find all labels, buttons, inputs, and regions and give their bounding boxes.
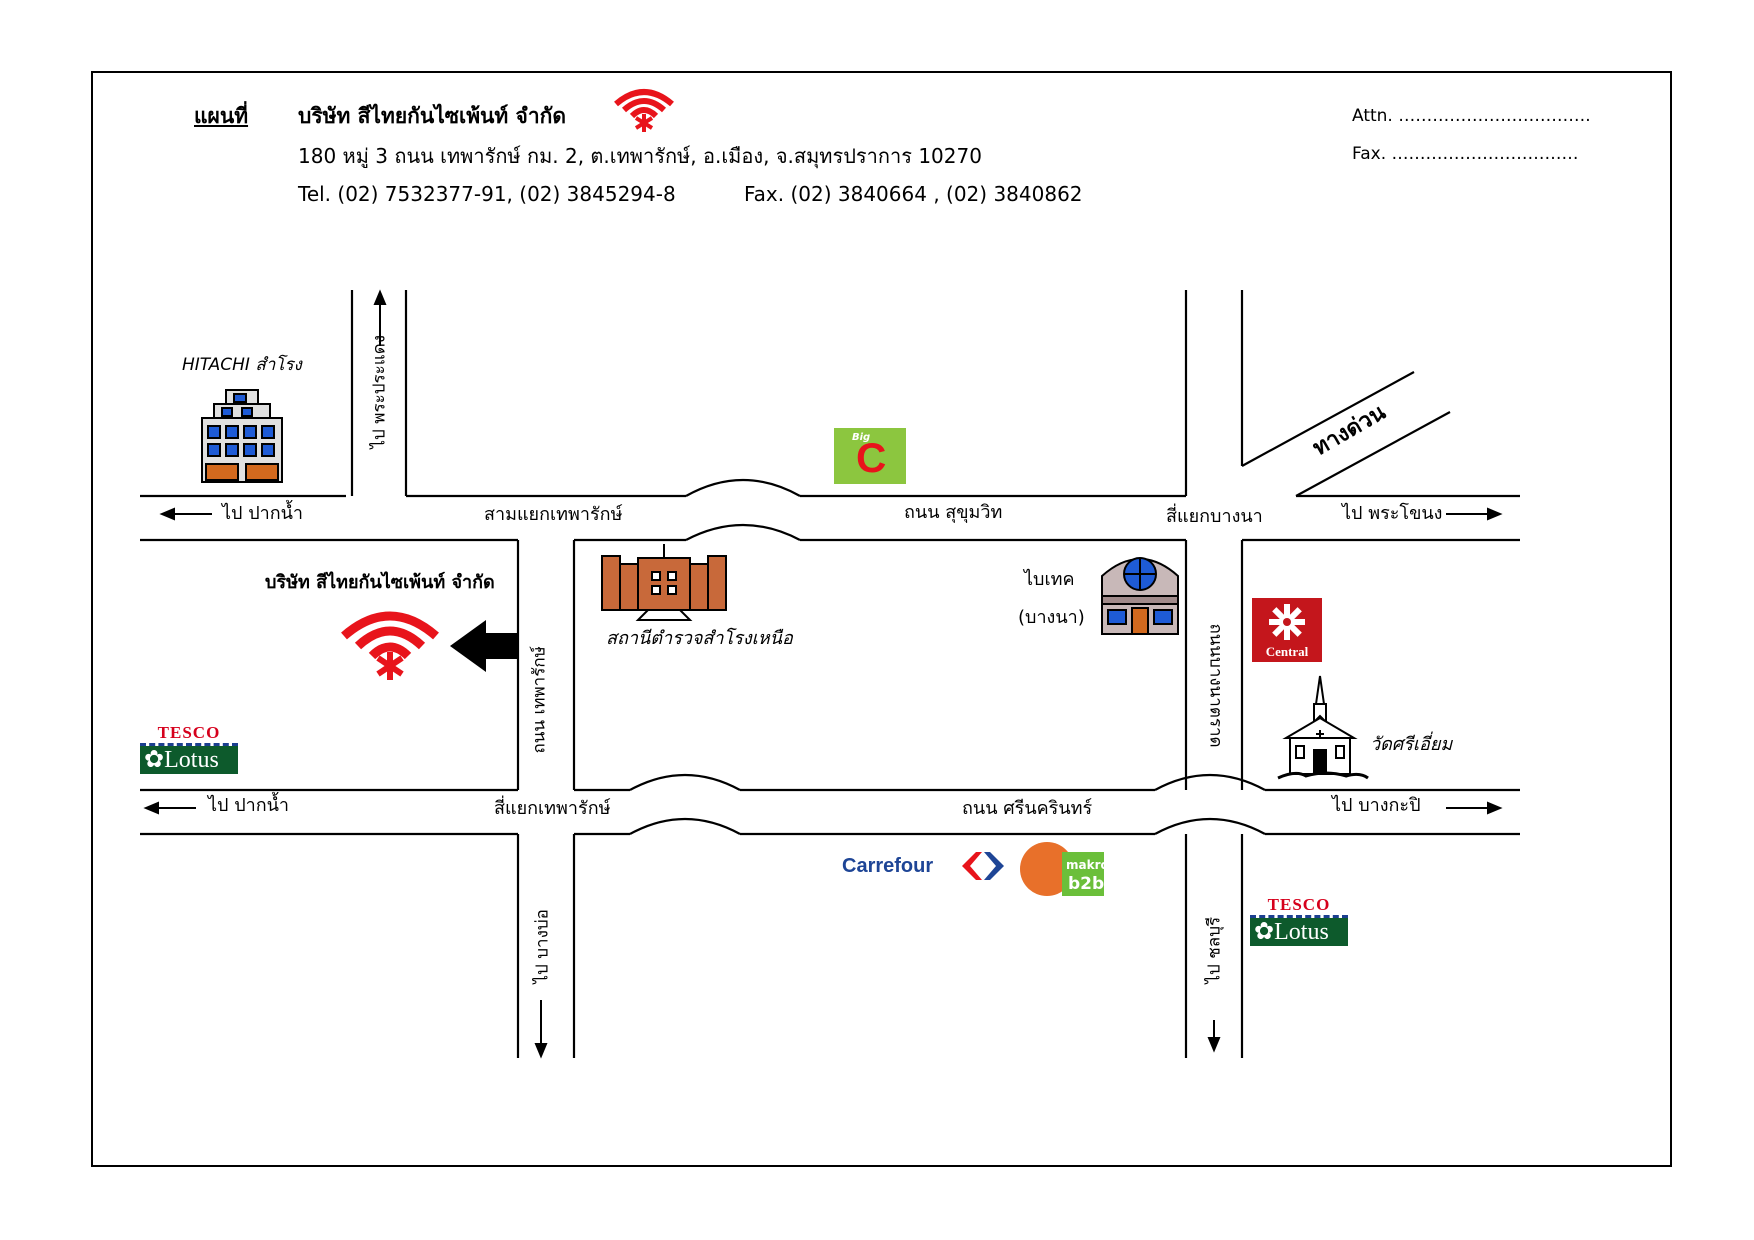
direction-arrows: [143, 289, 1503, 1059]
carrefour-logo-icon: [962, 852, 1004, 880]
makro-green-box: [1062, 852, 1104, 896]
bigc-letter: C: [856, 434, 887, 481]
central-text: Central: [1265, 644, 1309, 659]
company-logo-icon: [614, 89, 674, 132]
wat-sri-iam-label: วัดศรีเอี่ยม: [1370, 734, 1453, 755]
road-lines: [140, 290, 1520, 1058]
church-icon: [1277, 675, 1369, 780]
sukhumvit-road-label: ถนน สุขุมวิท: [904, 502, 1003, 523]
to-bangbo-label: ไป บางบ่อ: [532, 909, 553, 984]
tesco-text: TESCO: [140, 722, 238, 746]
company-tel: Tel. (02) 7532377-91, (02) 3845294-8: [298, 182, 676, 206]
biotec-bangna-label: (บางนา): [1018, 607, 1085, 628]
police-station-icon: [601, 544, 727, 621]
central-flower-icon: [1269, 604, 1305, 640]
to-chonburi-label: ไป ชลบุรี: [1204, 916, 1225, 984]
carrefour-text: Carrefour: [842, 855, 934, 877]
tesco-lotus-logo-left: TESCO ✿Lotus: [140, 722, 238, 774]
biotec-building-icon: [1101, 557, 1179, 635]
map-label: แผนที่: [194, 104, 249, 128]
siyaek-bangna-label: สี่แยกบางนา: [1166, 506, 1263, 527]
biotec-label: ไบเทค: [1024, 569, 1075, 590]
srinakarin-road-label: ถนน ศรีนครินทร์: [962, 798, 1093, 819]
to-phrakhanong-label: ไป พระโขนง: [1342, 503, 1443, 524]
to-phrapradaeng-label: ไป พระประแดง: [369, 334, 390, 449]
b2b-text: b2b: [1068, 874, 1105, 894]
bigc-logo: Big C: [834, 428, 906, 484]
company-map-label: บริษัท สีไทยกันไซเพ้นท์ จำกัด: [265, 572, 495, 593]
samyaek-thepharak-label: สามแยกเทพารักษ์: [484, 504, 623, 525]
arrow-left-icon: [450, 620, 518, 672]
attn-field: Attn. …………………………….: [1352, 106, 1591, 126]
tesco-lotus-logo-right: TESCO ✿Lotus: [1250, 894, 1348, 946]
siyaek-thepharak-label: สี่แยกเทพารักษ์: [494, 798, 611, 819]
to-paknam-top-label: ไป ปากน้ำ: [222, 503, 304, 524]
lotus-word-right: Lotus: [1274, 919, 1329, 945]
hitachi-building-icon: [201, 389, 283, 483]
hitachi-label: HITACHI สำโรง: [182, 355, 302, 375]
company-fax: Fax. (02) 3840664 , (02) 3840862: [744, 182, 1083, 206]
company-address: 180 หมู่ 3 ถนน เทพารักษ์ กม. 2, ต.เทพารั…: [298, 144, 982, 168]
lotus-word: Lotus: [164, 747, 219, 773]
bigc-small-text: Big: [852, 432, 871, 443]
company-map-logo-icon: [341, 611, 439, 680]
tesco-text-right: TESCO: [1250, 894, 1348, 918]
police-station-label: สถานีตำรวจสำโรงเหนือ: [606, 628, 793, 649]
to-paknam-bottom-label: ไป ปากน้ำ: [208, 795, 290, 816]
bangna-trat-road-label: ถนนบางนาตราด: [1205, 623, 1226, 748]
thepharak-road-label: ถนน เทพารักษ์: [529, 646, 550, 754]
to-bangkapi-label: ไป บางกะปิ: [1332, 795, 1421, 816]
makro-text: makro: [1066, 858, 1109, 872]
fax-field: Fax. ……………………………: [1352, 144, 1579, 164]
lotus-text: ✿Lotus: [140, 746, 238, 774]
company-name: บริษัท สีไทยกันไซเพ้นท์ จำกัด: [298, 104, 566, 128]
central-logo: Central: [1252, 598, 1322, 662]
makro-b2b-logo: makro b2b: [1020, 842, 1109, 898]
lotus-text-right: ✿Lotus: [1250, 918, 1348, 946]
map-frame: [91, 71, 1672, 1167]
